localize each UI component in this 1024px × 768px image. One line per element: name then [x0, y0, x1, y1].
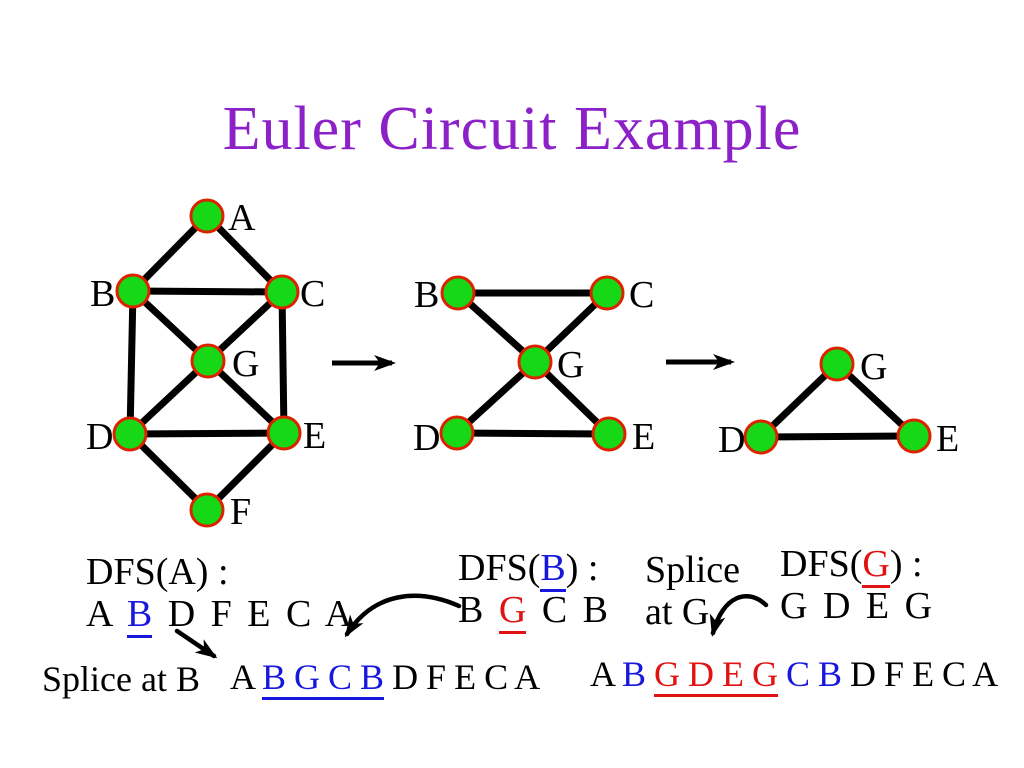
edge-full-graph-A-C: [203, 212, 286, 296]
node-full-graph-D: [112, 416, 148, 452]
dfs-b-result: B G C B: [458, 589, 609, 634]
node-label-full-graph-F: F: [230, 491, 251, 533]
node-label-after-first-splice-G: G: [557, 344, 584, 386]
node-full-graph-F: [189, 492, 225, 528]
dfs-a-block: DFS(A) : A B D F E C A: [86, 551, 353, 638]
edge-full-graph-A-B: [129, 212, 211, 295]
edge-full-graph-D-F: [126, 430, 211, 514]
final-euler-circuit: A B G D E G C B D F E C A: [590, 653, 999, 697]
dfs-b-header: DFS(B) :: [458, 547, 608, 592]
edge-full-graph-B-C: [129, 287, 286, 296]
node-label-remaining-triangle-E: E: [936, 418, 959, 460]
seq-token: A: [86, 593, 112, 635]
node-label-after-first-splice-D: D: [413, 417, 440, 459]
node-full-graph-G: [190, 343, 226, 379]
node-label-full-graph-E: E: [303, 415, 326, 457]
seq-token: ) :: [565, 547, 599, 589]
seq-token: G D E G: [654, 654, 779, 697]
dfs-g-result: G D E G: [780, 585, 932, 627]
seq-token: A: [230, 657, 255, 697]
node-after-first-splice-G: [517, 344, 553, 380]
seq-token: C: [786, 654, 811, 694]
edge-full-graph-D-E: [126, 429, 288, 438]
seq-token: A: [590, 654, 615, 694]
edge-after-first-splice-D-E: [453, 429, 613, 438]
dfs-b-block: DFS(B) : B G C B: [458, 547, 609, 634]
node-remaining-triangle-G: [819, 346, 855, 382]
seq-token: G: [498, 589, 527, 634]
splice-at-g-label: Splice at G: [645, 549, 740, 633]
node-label-after-first-splice-B: B: [414, 274, 439, 316]
node-label-after-first-splice-E: E: [632, 416, 655, 458]
seq-token: D F E C A: [850, 654, 999, 694]
seq-token: B: [818, 654, 843, 694]
node-label-full-graph-C: C: [300, 273, 325, 315]
graph-full-graph: A B CG D E F: [86, 197, 326, 533]
splice-at-g-line2: at G: [645, 591, 710, 633]
dfs-g-block: DFS(G) : G D E G: [780, 543, 932, 627]
node-full-graph-C: [264, 274, 300, 310]
node-remaining-triangle-D: [743, 419, 779, 455]
seq-token: D F E C A: [167, 593, 353, 635]
seq-token: DFS(: [458, 547, 541, 589]
seq-token: B G C B: [262, 657, 385, 700]
dfs-g-header: DFS(G) :: [780, 543, 932, 588]
dfs-a-result: A B D F E C A: [86, 593, 353, 638]
node-full-graph-B: [115, 273, 151, 309]
seq-token: C B: [541, 589, 609, 631]
node-remaining-triangle-E: [896, 418, 932, 454]
splice-at-b-label: Splice at B: [42, 659, 200, 699]
edge-remaining-triangle-D-E: [757, 432, 918, 441]
node-after-first-splice-D: [439, 415, 475, 451]
seq-token: D F E C A: [392, 657, 541, 697]
node-after-first-splice-B: [440, 275, 476, 311]
edge-after-first-splice-G-D: [453, 358, 539, 437]
node-after-first-splice-C: [589, 275, 625, 311]
splice-at-b-arrow: [174, 628, 218, 659]
node-label-remaining-triangle-G: G: [860, 346, 887, 388]
graph-remaining-triangle: G D E: [718, 346, 959, 461]
node-label-full-graph-A: A: [228, 197, 256, 239]
seq-token: B: [126, 593, 153, 638]
edge-remaining-triangle-G-D: [757, 360, 841, 441]
node-label-full-graph-B: B: [90, 273, 115, 315]
splice-at-g-line1: Splice: [645, 549, 740, 591]
node-full-graph-A: [189, 198, 225, 234]
edge-full-graph-G-D: [126, 357, 212, 438]
seq-token: ) :: [889, 543, 923, 585]
edge-full-graph-E-F: [203, 429, 288, 514]
edge-remaining-triangle-G-E: [833, 360, 918, 440]
node-full-graph-E: [266, 415, 302, 451]
splice-gdeg-curve-arrow: [709, 594, 769, 637]
splice-bgcb-curve-arrow: [344, 593, 462, 638]
seq-token: DFS(: [780, 543, 863, 585]
edge-full-graph-C-E: [278, 288, 288, 437]
seq-token: B: [622, 654, 647, 694]
node-label-remaining-triangle-D: D: [718, 419, 745, 461]
edge-full-graph-B-D: [126, 287, 137, 438]
node-label-full-graph-D: D: [86, 416, 113, 458]
node-label-after-first-splice-C: C: [629, 274, 654, 316]
node-label-full-graph-G: G: [232, 343, 259, 385]
graph-after-first-splice: B C G D E: [413, 274, 655, 459]
node-after-first-splice-E: [591, 416, 627, 452]
slide-title: Euler Circuit Example: [222, 95, 802, 163]
spliced-circuit-1: A B G C B D F E C A: [230, 656, 541, 700]
seq-token: B: [458, 589, 484, 631]
seq-token: G D E G: [780, 585, 933, 627]
seq-token: G: [862, 543, 890, 588]
seq-token: B: [540, 547, 566, 592]
dfs-a-header: DFS(A) :: [86, 551, 229, 593]
